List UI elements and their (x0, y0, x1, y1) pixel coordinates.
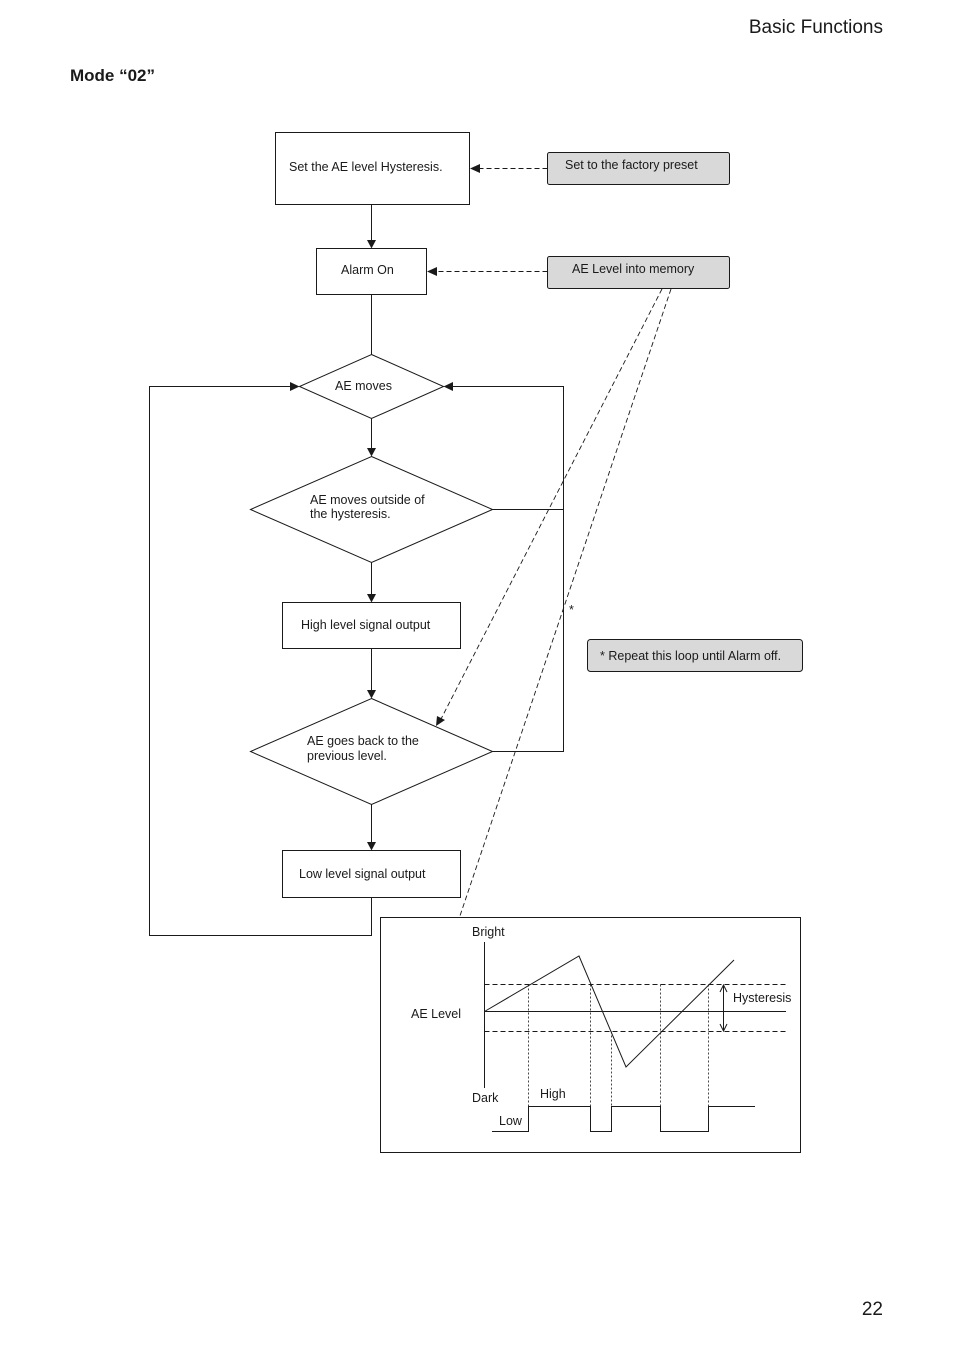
note-factory-preset: Set to the factory preset (547, 152, 730, 185)
decision-outside-hysteresis: AE moves outside of the hysteresis. (249, 455, 494, 564)
section-title: Basic Functions (748, 17, 883, 38)
arrow-memory-to-back (436, 716, 445, 726)
note-ae-memory-box (547, 256, 730, 289)
arrow-memory-to-alarm (427, 267, 437, 276)
timing-label-ae-level: AE Level (411, 1007, 461, 1021)
decision-outside-line2: the hysteresis. (310, 507, 391, 521)
step-low-output-box (282, 850, 461, 898)
signal-output-waveform (492, 1106, 755, 1132)
arrow-set-to-alarm (367, 240, 376, 249)
dash-memory-to-back (440, 288, 663, 720)
decision-outside-line1: AE moves outside of (310, 493, 425, 507)
timing-label-low: Low (499, 1114, 523, 1128)
step-set-hysteresis-label: Set the AE level Hysteresis. (289, 160, 443, 174)
note-repeat-loop: * Repeat this loop until Alarm off. (587, 639, 803, 672)
step-high-output: High level signal output (282, 602, 461, 649)
timing-label-dark: Dark (472, 1091, 499, 1105)
step-high-output-label: High level signal output (301, 618, 431, 632)
decision-ae-moves: AE moves (298, 353, 445, 420)
arrow-loop-right (443, 382, 453, 391)
loop-asterisk: * (569, 603, 574, 617)
arrow-moves-to-outside (367, 448, 376, 457)
arrow-factory-to-set (470, 164, 480, 173)
timing-label-high: High (540, 1087, 566, 1101)
arrow-loop-left (290, 382, 300, 391)
step-low-output-label: Low level signal output (299, 867, 426, 881)
loop-left-connector (149, 386, 372, 936)
arrow-back-to-low (367, 842, 376, 851)
page-number: 22 (861, 1299, 883, 1320)
loop-right-connector (452, 386, 564, 752)
hysteresis-arrow-top (719, 983, 728, 993)
hysteresis-arrow-bottom (719, 1023, 728, 1033)
note-factory-preset-label: Set to the factory preset (565, 158, 698, 172)
decision-ae-moves-label: AE moves (335, 379, 392, 393)
step-alarm-on-box (316, 248, 427, 295)
decision-back-line2: previous level. (307, 749, 387, 763)
step-set-hysteresis: Set the AE level Hysteresis. (275, 132, 470, 205)
reference-connectors (427, 164, 672, 1000)
note-repeat-loop-box (587, 639, 803, 672)
arrow-high-to-back (367, 690, 376, 699)
decision-back-previous: AE goes back to the previous level. (249, 697, 494, 806)
arrow-outside-to-high (367, 594, 376, 603)
ae-level-waveform (484, 955, 735, 1068)
mode-title: Mode “02” (70, 66, 156, 85)
decision-back-line1: AE goes back to the (307, 734, 419, 748)
flow-connectors (149, 204, 564, 936)
note-ae-memory-label: AE Level into memory (572, 262, 695, 276)
dash-memory-to-level (433, 288, 672, 994)
timing-label-hysteresis: Hysteresis (733, 991, 791, 1005)
note-repeat-loop-label: * Repeat this loop until Alarm off. (600, 649, 781, 663)
step-alarm-on: Alarm On (316, 248, 427, 295)
timing-chart: Bright Dark AE Level Hysteresis High Low (380, 917, 801, 1153)
note-ae-memory: AE Level into memory (547, 256, 730, 289)
step-set-hysteresis-box (275, 132, 470, 205)
step-alarm-on-label: Alarm On (341, 263, 394, 277)
step-low-output: Low level signal output (282, 850, 461, 898)
timing-label-bright: Bright (472, 925, 505, 939)
